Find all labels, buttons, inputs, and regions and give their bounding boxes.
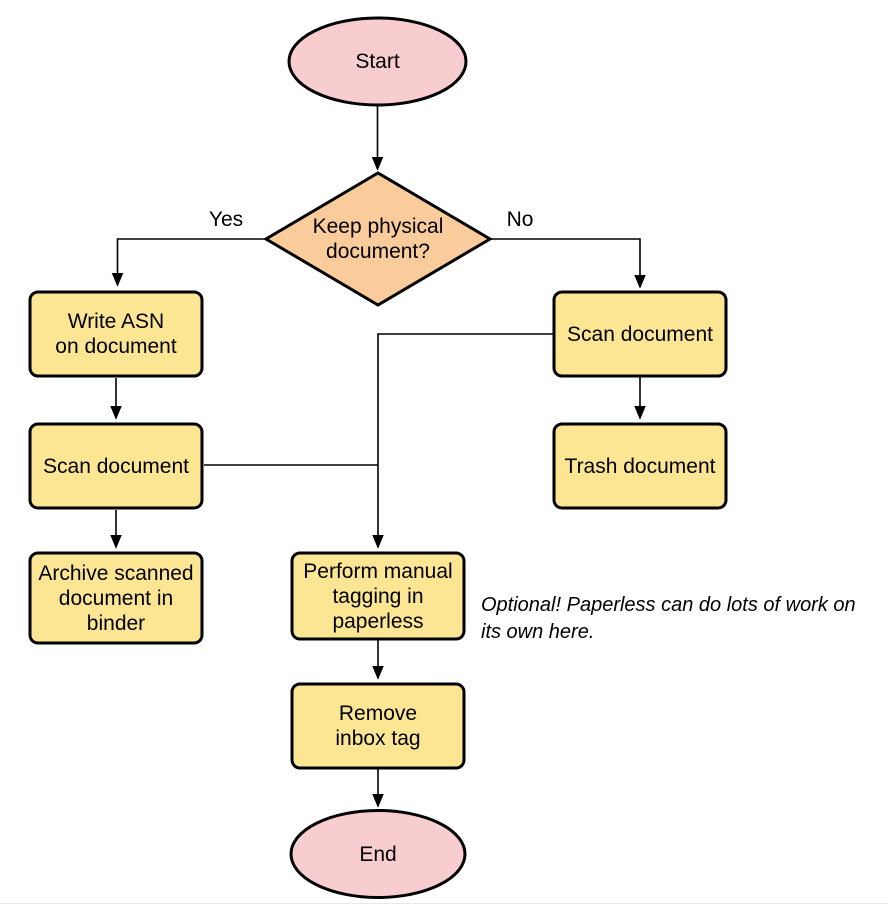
scan-left-shape (28, 422, 204, 510)
write-asn-shape (28, 290, 204, 378)
edge-scan-right-to-tagging (378, 333, 553, 547)
end-terminal-shape (289, 809, 467, 899)
tagging-shape (290, 551, 466, 641)
edge-decision-yes-to-write-asn (118, 238, 265, 285)
remove-inbox-shape (290, 682, 466, 770)
decision-diamond-shape (263, 171, 493, 307)
start-terminal-shape (287, 16, 468, 107)
page-bottom-divider (0, 903, 888, 904)
edge-decision-no-to-scan-right (491, 238, 640, 287)
optional-note: Optional! Paperless can do lots of work … (481, 594, 856, 643)
scan-right-shape (552, 290, 728, 378)
trash-shape (552, 422, 728, 510)
archive-shape (28, 551, 204, 645)
